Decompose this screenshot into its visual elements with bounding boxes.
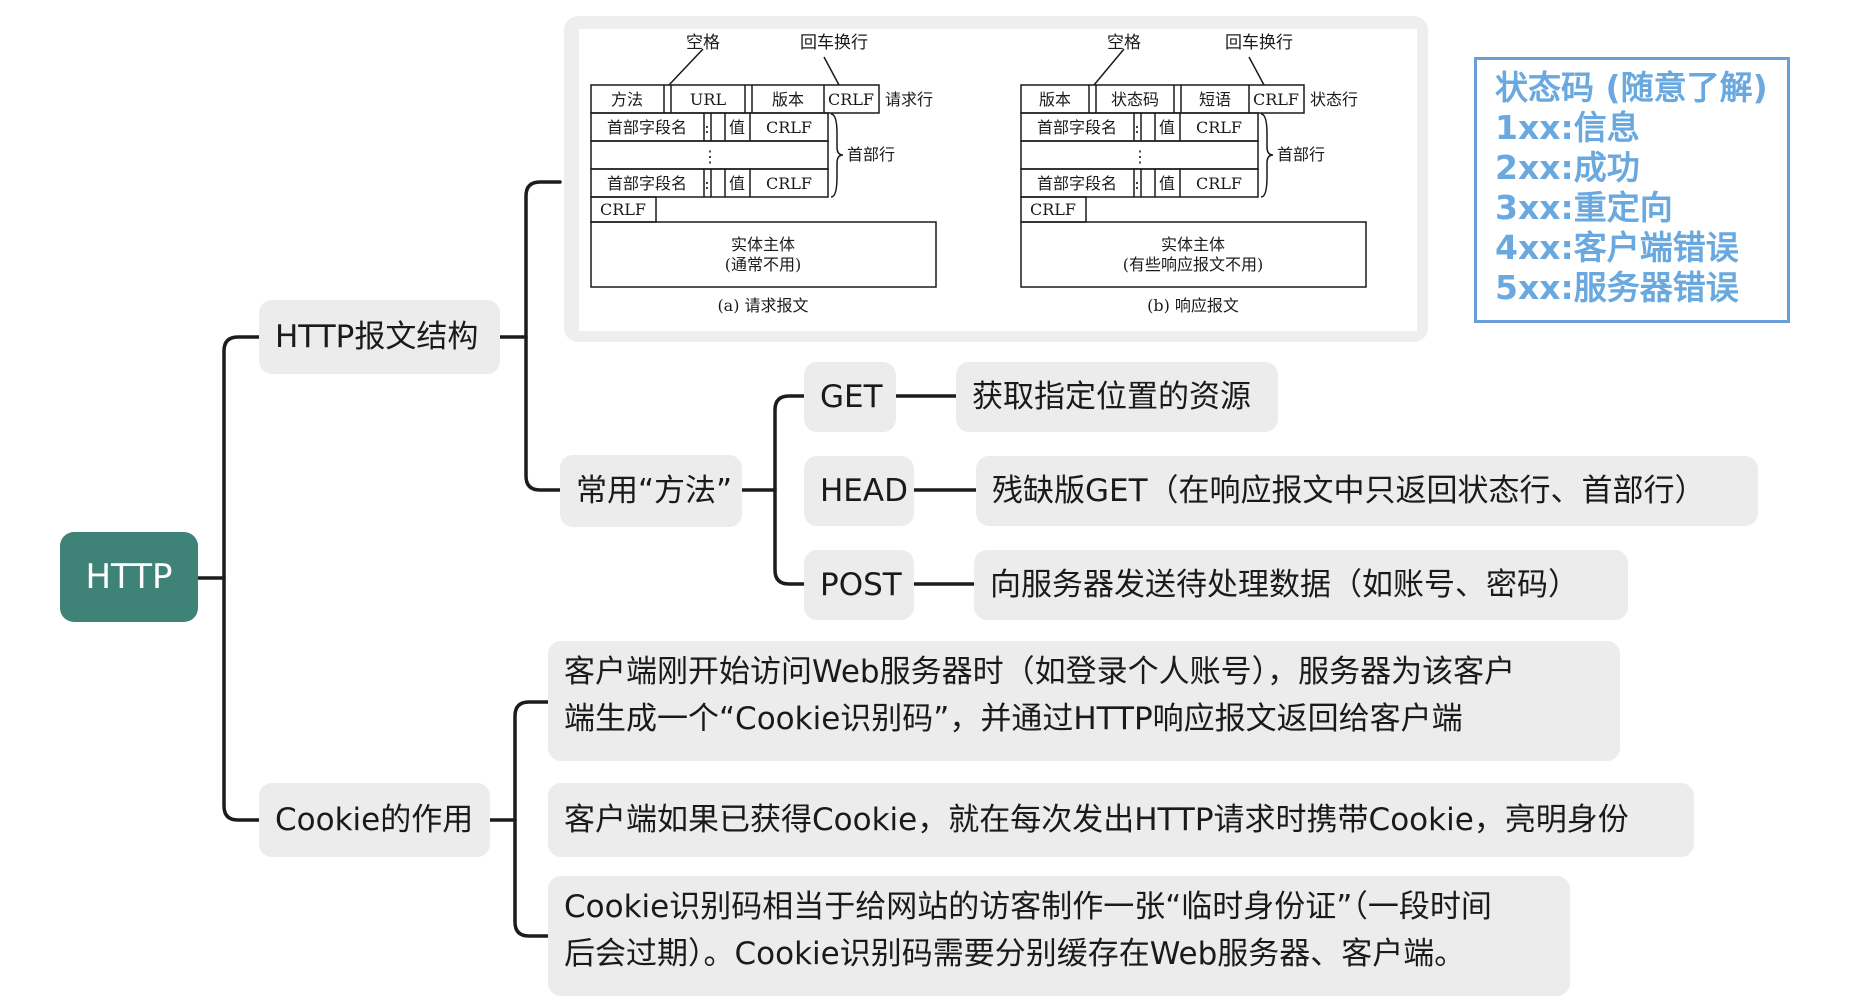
cookie-point-3-line-1: Cookie识别码相当于给网站的访客制作一张“临时身份证”（一段时间 [564, 889, 1492, 925]
response-header-colon: : [1134, 118, 1139, 137]
request-space-label: 空格 [686, 33, 720, 53]
response-status-code-cell: 状态码 [1111, 90, 1159, 109]
response-header-crlf: CRLF [1196, 174, 1242, 193]
request-header-lines-label: 首部行 [847, 145, 895, 164]
request-crlf-cell: CRLF [828, 90, 874, 109]
request-line-label: 请求行 [885, 90, 933, 109]
request-method-cell: 方法 [611, 90, 643, 109]
response-header-colon: : [1134, 174, 1139, 193]
status-code-title: 状态码 (随意了解) [1495, 68, 1768, 107]
request-header-colon: : [704, 118, 709, 137]
cookie-point-1-line-1: 客户端刚开始访问Web服务器时（如登录个人账号），服务器为该客户 [564, 654, 1516, 690]
response-header-lines-label: 首部行 [1277, 145, 1325, 164]
response-crlf-cell: CRLF [1253, 90, 1299, 109]
response-body-label: 实体主体 [1161, 235, 1225, 254]
branch-message-structure[interactable]: HTTP报文结构 [259, 300, 500, 374]
request-body-label: 实体主体 [731, 235, 795, 254]
request-blank-crlf: CRLF [600, 200, 646, 219]
request-body-note: (通常不用) [725, 255, 802, 274]
response-version-cell: 版本 [1039, 90, 1071, 109]
response-header-crlf: CRLF [1196, 118, 1242, 137]
message-format-diagram: 空格 回车换行 方法 URL 版本 CRLF 请求行 首部字段名 : 值 CRL… [579, 29, 1417, 331]
request-header-crlf: CRLF [766, 118, 812, 137]
status-code-note[interactable]: 状态码 (随意了解) 1xx:信息 2xx:成功 3xx:重定向 4xx:客户端… [1474, 57, 1790, 323]
request-message-diagram: 空格 回车换行 方法 URL 版本 CRLF 请求行 首部字段名 : 值 CRL… [590, 33, 937, 315]
cookie-point-1-line-2: 端生成一个“Cookie识别码”，并通过HTTP响应报文返回给客户端 [564, 701, 1463, 737]
cookie-point-3-line-2: 后会过期）。Cookie识别码需要分别缓存在Web服务器、客户端。 [564, 936, 1466, 972]
request-header-crlf: CRLF [766, 174, 812, 193]
response-header-field: 首部字段名 [1037, 174, 1117, 193]
method-post-description[interactable]: 向服务器发送待处理数据（如账号、密码） [974, 550, 1628, 620]
request-header-field: 首部字段名 [607, 118, 687, 137]
request-crlf-label: 回车换行 [800, 33, 868, 53]
response-blank-crlf: CRLF [1030, 200, 1076, 219]
response-body-note: (有些响应报文不用) [1123, 255, 1264, 274]
response-header-ellipsis: ⋮ [1132, 147, 1148, 166]
method-get-description[interactable]: 获取指定位置的资源 [956, 362, 1278, 432]
method-head[interactable]: HEAD [804, 456, 914, 526]
response-crlf-label: 回车换行 [1225, 33, 1293, 53]
response-header-value: 值 [1159, 174, 1175, 193]
method-get[interactable]: GET [804, 362, 896, 432]
cookie-point-1[interactable]: 客户端刚开始访问Web服务器时（如登录个人账号），服务器为该客户 端生成一个“C… [548, 641, 1620, 761]
request-version-cell: 版本 [772, 90, 804, 109]
response-phrase-cell: 短语 [1199, 90, 1231, 109]
request-caption: (a) 请求报文 [717, 296, 808, 315]
status-code-item: 2xx:成功 [1495, 148, 1640, 187]
request-url-cell: URL [690, 90, 727, 109]
response-space-label: 空格 [1107, 33, 1141, 53]
response-caption: (b) 响应报文 [1147, 296, 1239, 315]
branch-cookie[interactable]: Cookie的作用 [259, 783, 490, 857]
method-head-description[interactable]: 残缺版GET（在响应报文中只返回状态行、首部行） [976, 456, 1758, 526]
response-header-value: 值 [1159, 118, 1175, 137]
status-code-item: 3xx:重定向 [1495, 188, 1673, 227]
request-header-value: 值 [729, 118, 745, 137]
response-message-diagram: 空格 回车换行 版本 状态码 短语 CRLF 状态行 首部字段名 : 值 CRL… [1020, 33, 1367, 315]
branch-methods[interactable]: 常用“方法” [560, 455, 742, 527]
response-status-line-label: 状态行 [1310, 90, 1358, 109]
response-header-field: 首部字段名 [1037, 118, 1117, 137]
cookie-point-3[interactable]: Cookie识别码相当于给网站的访客制作一张“临时身份证”（一段时间 后会过期）… [548, 876, 1570, 996]
status-code-item: 4xx:客户端错误 [1495, 228, 1739, 267]
status-code-item: 1xx:信息 [1495, 108, 1640, 147]
request-header-colon: : [704, 174, 709, 193]
status-code-item: 5xx:服务器错误 [1495, 268, 1739, 307]
request-header-value: 值 [729, 174, 745, 193]
cookie-point-2[interactable]: 客户端如果已获得Cookie，就在每次发出HTTP请求时携带Cookie，亮明身… [548, 783, 1694, 857]
request-header-ellipsis: ⋮ [702, 147, 718, 166]
method-post[interactable]: POST [804, 550, 914, 620]
root-node[interactable]: HTTP [60, 532, 198, 622]
request-header-field: 首部字段名 [607, 174, 687, 193]
